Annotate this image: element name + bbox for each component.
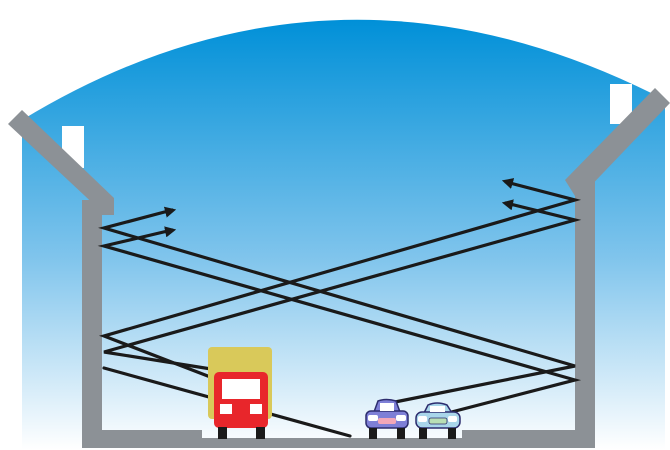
- arrow-icon: [149, 178, 529, 238]
- truck-icon: [208, 347, 272, 439]
- ray-path: [98, 180, 582, 402]
- ray-path: [103, 201, 582, 374]
- road-ground: [102, 438, 575, 448]
- car-icon: [365, 398, 409, 439]
- right-building-roof: [565, 88, 670, 196]
- ray-path: [97, 228, 582, 417]
- right-building-wall: [575, 180, 595, 448]
- chimney-icon: [610, 84, 632, 124]
- sky-dome: [22, 19, 665, 450]
- left-building-wall: [82, 200, 102, 448]
- car-icon: [415, 402, 461, 439]
- sound-rays: [97, 180, 582, 438]
- left-building-roof: [8, 110, 114, 215]
- ray-path: [98, 208, 576, 404]
